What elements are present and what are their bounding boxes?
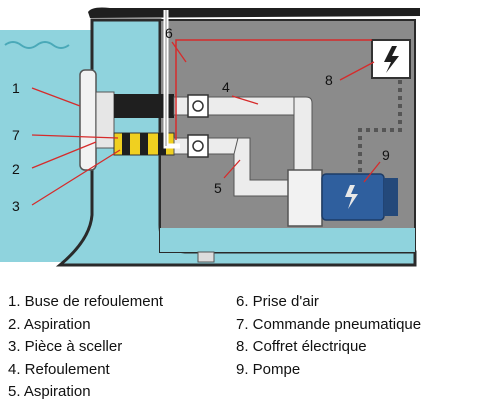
callout-4: 4	[222, 79, 230, 95]
legend-item-pompe: 9. Pompe	[236, 360, 301, 378]
leader-1	[31, 87, 81, 107]
leader-9	[363, 161, 381, 183]
water-surface	[4, 41, 70, 49]
pool-water	[0, 30, 95, 262]
lightning-icon	[384, 46, 399, 73]
leader-2	[31, 141, 97, 169]
return-nozzle-body	[95, 91, 115, 149]
leader-5	[223, 159, 241, 179]
pneumatic-control-line	[175, 39, 372, 60]
pool-equipment-diagram: 1 7 2 3 6 4 8 5 9	[0, 7, 420, 267]
pump-head	[287, 169, 323, 227]
pump-fan-cover	[384, 178, 398, 216]
callout-7: 7	[12, 127, 20, 143]
electric-cable	[358, 80, 402, 172]
leader-8	[339, 61, 375, 81]
legend-item-buse-refoulement: 1. Buse de refoulement	[8, 293, 164, 310]
room-floor-water	[160, 228, 415, 252]
leader-7	[31, 134, 119, 139]
callout-1: 1	[12, 80, 20, 96]
pool-coping	[88, 7, 420, 18]
legend-item-piece-a-sceller: 3. Pièce à sceller	[8, 338, 123, 355]
callout-6: 6	[165, 25, 173, 41]
leader-4	[231, 95, 259, 105]
legend-right-column: 6. Prise d'air 7. Commande pneumatique 8…	[236, 291, 421, 381]
sealing-stripe-3	[158, 133, 166, 155]
legend-item-aspiration-2: 5. Aspiration	[8, 383, 91, 400]
sealing-stripe-2	[140, 133, 148, 155]
callout-2: 2	[12, 161, 20, 177]
return-nozzle-plate	[79, 69, 97, 171]
leader-6	[171, 41, 187, 63]
upper-valve-knob	[192, 100, 204, 112]
legend-item-aspiration: 2. Aspiration	[8, 315, 91, 333]
callout-5: 5	[214, 180, 222, 196]
callout-9: 9	[382, 147, 390, 163]
floor-drain	[197, 251, 215, 263]
legend-item-prise-air: 6. Prise d'air	[236, 293, 319, 310]
callout-8: 8	[325, 72, 333, 88]
legend-item-commande-pneumatique: 7. Commande pneumatique	[236, 315, 422, 333]
legend-left-column: 1. Buse de refoulement 2. Aspiration 3. …	[8, 291, 163, 404]
pump-bolt-symbol	[345, 185, 358, 209]
callout-3: 3	[12, 198, 20, 214]
legend: 1. Buse de refoulement 2. Aspiration 3. …	[8, 291, 488, 409]
legend-item-refoulement: 4. Refoulement	[8, 360, 110, 378]
sealing-stripe-1	[122, 133, 130, 155]
lower-valve-knob	[192, 140, 204, 152]
electrical-box	[371, 39, 411, 79]
leader-3	[31, 149, 121, 206]
legend-item-coffret-electrique: 8. Coffret électrique	[236, 338, 367, 355]
lower-pipe	[173, 137, 245, 155]
